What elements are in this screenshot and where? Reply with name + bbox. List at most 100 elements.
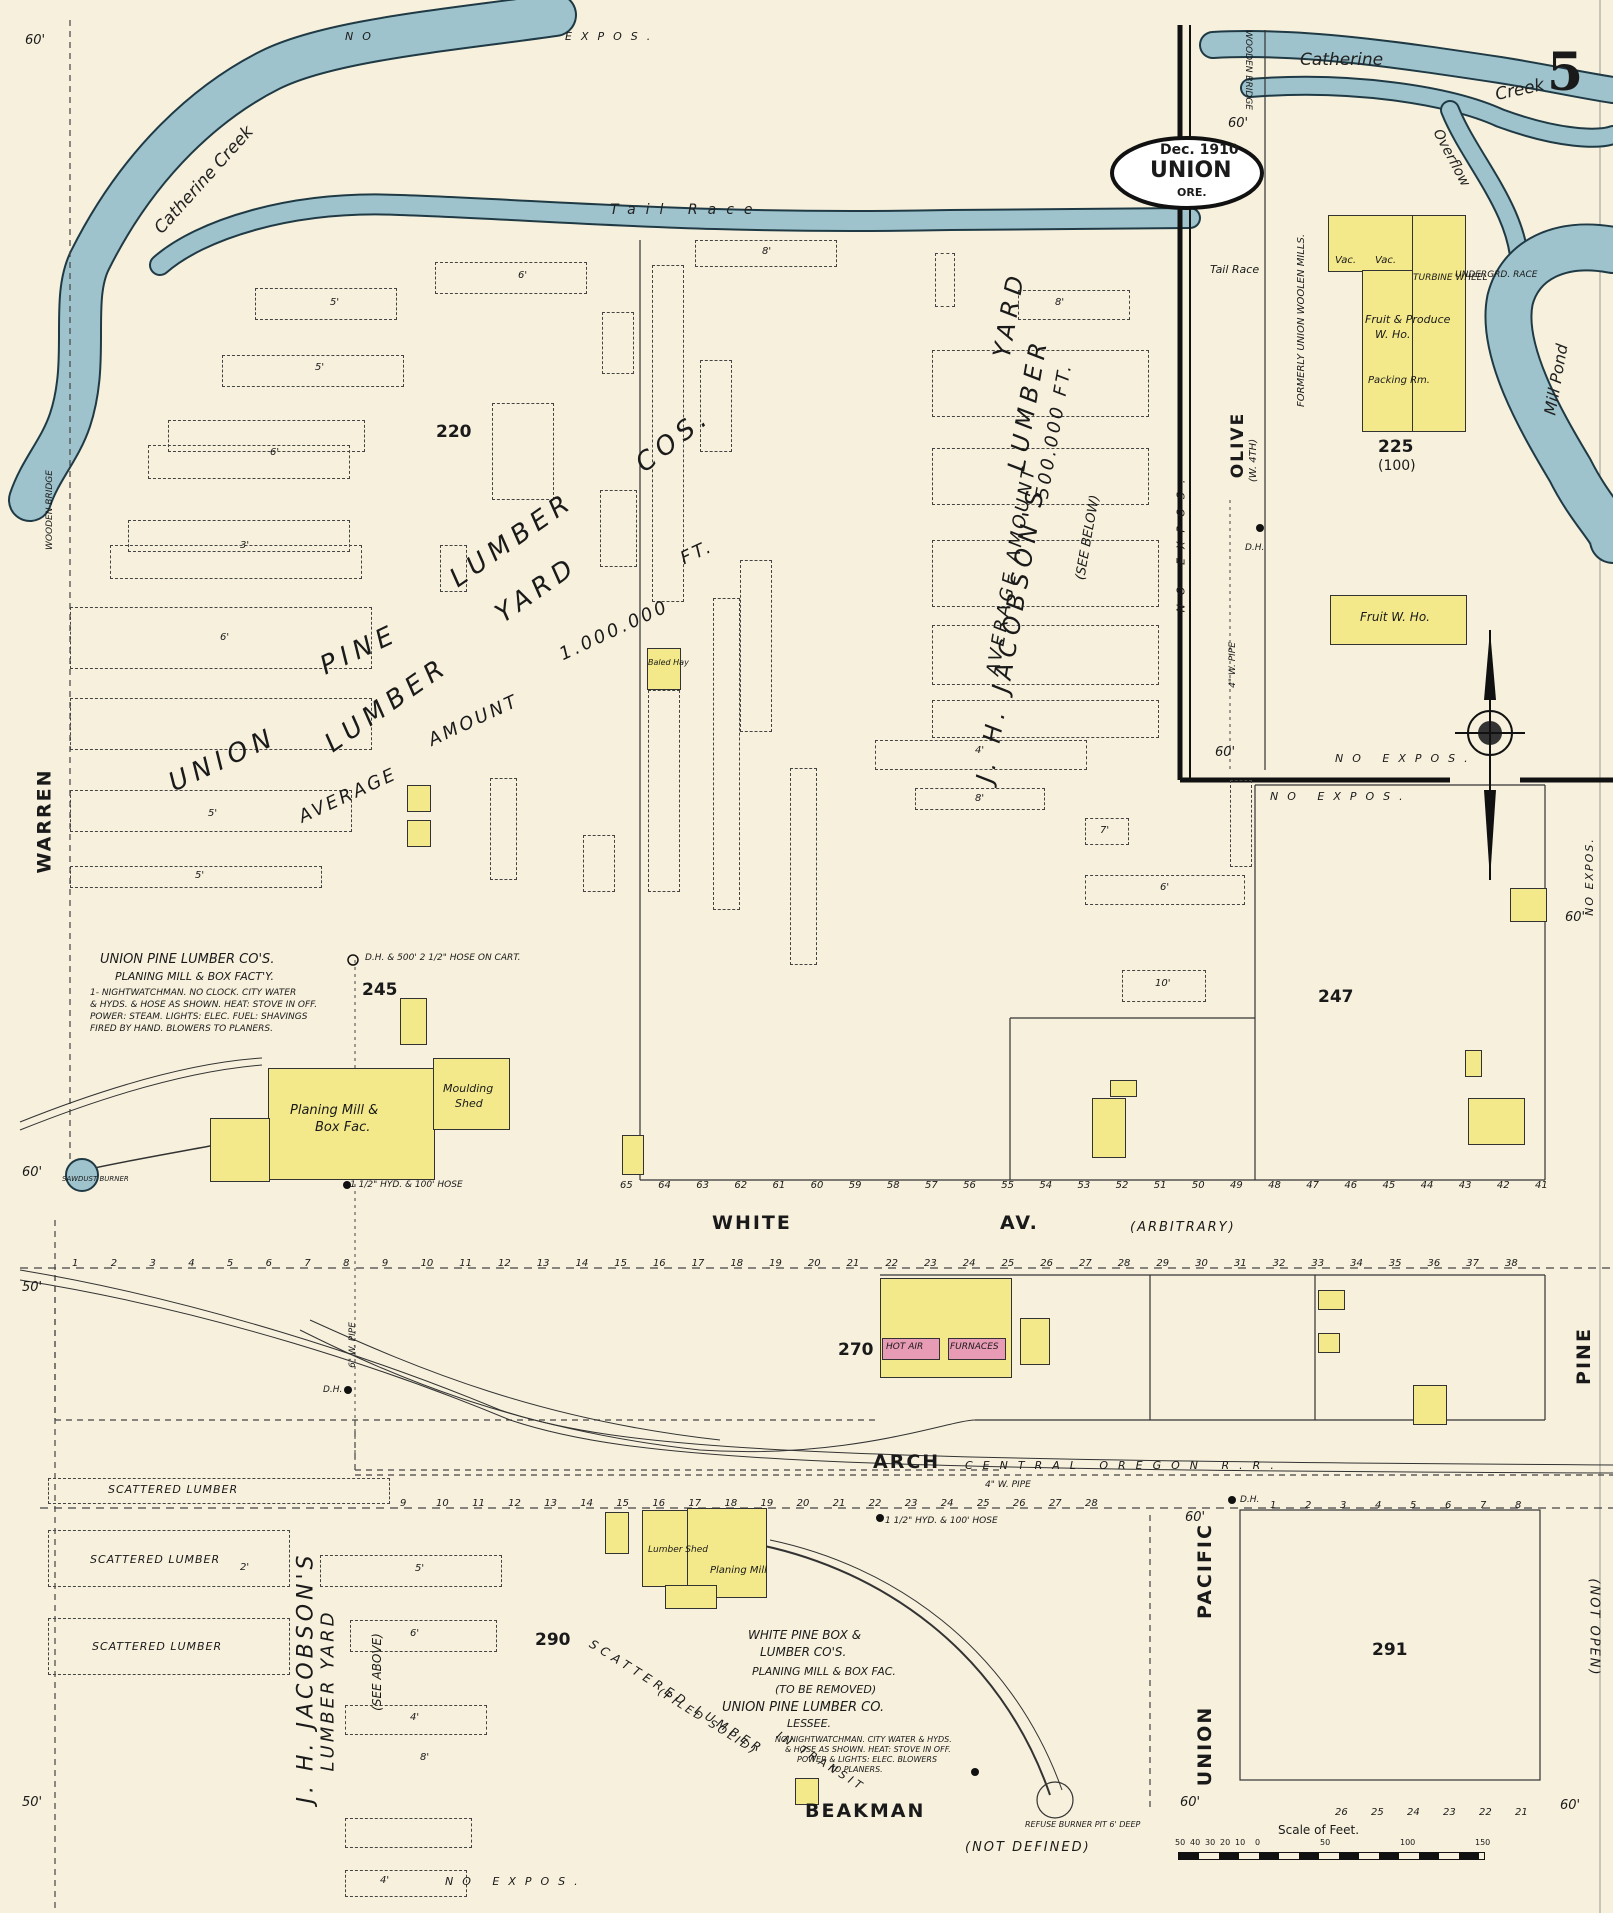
wh-label: W. Ho. — [1375, 328, 1411, 341]
wpb-note-2: & HOSE AS SHOWN. HEAT: STOVE IN OFF. — [785, 1745, 951, 1754]
dim-6: 6' — [518, 270, 528, 281]
dim-60: 60' — [1560, 1798, 1581, 1813]
jacobson-lower-see: (SEE ABOVE) — [369, 1633, 384, 1711]
hyd-hose-note-2: 1 1/2" HYD. & 100' HOSE — [885, 1516, 998, 1526]
upl-note-1: 1- NIGHTWATCHMAN. NO CLOCK. CITY WATER — [90, 988, 297, 998]
lot-number: 2 — [110, 1258, 118, 1269]
lumber-pile — [345, 1870, 467, 1897]
upl-note-3: POWER: STEAM. LIGHTS: ELEC. FUEL: SHAVIN… — [90, 1012, 308, 1022]
lot-number: 10 — [436, 1498, 449, 1509]
lot-number: 21 — [1515, 1807, 1528, 1818]
lot-number: 17 — [688, 1498, 702, 1509]
lumber-pile — [932, 625, 1159, 685]
lumber-pile — [932, 540, 1159, 607]
lumber-pile — [602, 312, 634, 374]
w-pipe-label-3: 4" W. PIPE — [985, 1480, 1031, 1490]
tail-race-label: Tail Race — [610, 202, 763, 218]
wpb-note-4: TO PLANERS. — [830, 1765, 883, 1774]
railroad-label: CENTRAL OREGON R.R. — [965, 1459, 1284, 1472]
lot-number: 27 — [1048, 1498, 1062, 1509]
dim-60: 60' — [1215, 745, 1236, 760]
scale-title: Scale of Feet. — [1278, 1823, 1360, 1837]
dim-50: 50' — [22, 1280, 43, 1295]
dim-3: 3' — [240, 540, 250, 551]
lumber-pile — [1122, 970, 1206, 1002]
lot-number: 20 — [796, 1498, 810, 1509]
compass-rose-icon — [1455, 630, 1525, 880]
dim-6: 6' — [410, 1628, 420, 1639]
lot-number: 1 — [1270, 1500, 1277, 1511]
lot-number: 19 — [760, 1498, 774, 1509]
lot-number: 5 — [226, 1258, 234, 1269]
tail-race-label-2: Tail Race — [1210, 263, 1260, 276]
lot-number: 61 — [772, 1180, 786, 1191]
scattered-lumber-2: SCATTERED LUMBER — [90, 1553, 221, 1566]
lot-number: 19 — [769, 1258, 782, 1269]
upl-note-2: & HYDS. & HOSE AS SHOWN. HEAT: STOVE IN … — [90, 1000, 318, 1010]
lot-number: 21 — [846, 1258, 860, 1269]
wpb-note-title: WHITE PINE BOX & — [748, 1628, 862, 1642]
lot-number: 24 — [1407, 1807, 1420, 1818]
lot-number: 3 — [1340, 1500, 1347, 1511]
street-arch: ARCH — [873, 1451, 941, 1473]
shed-building — [407, 820, 431, 847]
lumber-pile — [1018, 290, 1130, 320]
lot-number: 26 — [1335, 1807, 1348, 1818]
lot-number: 56 — [963, 1180, 976, 1191]
lot-number: 13 — [536, 1258, 550, 1269]
block-225-sub: (100) — [1378, 458, 1416, 474]
street-union: UNION — [1194, 1705, 1217, 1787]
lumber-pile — [790, 768, 817, 965]
box-fac-label: Box Fac. — [315, 1120, 371, 1135]
sheet-number: 5 — [1547, 42, 1584, 103]
lot-number: 6 — [265, 1258, 273, 1269]
underground-race-label: UNDERGRD. RACE — [1455, 270, 1538, 280]
lumber-shed-building — [665, 1585, 717, 1609]
lot-number: 64 — [658, 1180, 671, 1191]
lumber-pile — [48, 1478, 390, 1504]
lot-number: 26 — [1012, 1498, 1026, 1509]
dim-5: 5' — [208, 808, 218, 819]
lot-number: 53 — [1077, 1180, 1091, 1191]
dim-8: 8' — [762, 246, 772, 257]
baled-hay-label: Baled Hay — [648, 658, 689, 667]
scale-tick: 10 — [1235, 1838, 1246, 1847]
jacobson-lower-label: J. H. JACOBSON'S — [293, 1551, 319, 1804]
lumber-pile — [935, 253, 955, 307]
lot-number: 42 — [1496, 1180, 1510, 1191]
lot-number: 25 — [1371, 1807, 1384, 1818]
lumber-pile — [70, 866, 322, 888]
shed-building — [1318, 1290, 1345, 1310]
lot-number: 13 — [544, 1498, 557, 1509]
lot-number: 23 — [924, 1258, 937, 1269]
scale-tick: 30 — [1205, 1838, 1216, 1847]
dim-60: 60' — [1180, 1795, 1201, 1810]
dwelling-building — [1413, 1385, 1447, 1425]
lumber-pile — [648, 690, 680, 892]
lumber-pile — [652, 265, 684, 602]
block-291: 291 — [1372, 1640, 1408, 1660]
no-expos-bottom: NO EXPOS. — [445, 1875, 587, 1888]
packing-label: Packing Rm. — [1368, 375, 1430, 386]
lot-number: 48 — [1268, 1180, 1281, 1191]
lumber-pile — [490, 778, 517, 880]
street-pacific: PACIFIC — [1193, 1523, 1216, 1619]
dwelling-building — [1468, 1098, 1525, 1145]
lot-number: 16 — [652, 1258, 666, 1269]
dim-8: 8' — [420, 1752, 430, 1763]
street-av: AV. — [1000, 1212, 1039, 1234]
lot-number: 58 — [886, 1180, 900, 1191]
street-warren: WARREN — [33, 768, 56, 874]
lot-number: 6 — [1445, 1500, 1452, 1511]
street-not-defined: (NOT DEFINED) — [965, 1840, 1091, 1855]
moulding-label: Moulding — [443, 1082, 494, 1095]
lot-number: 28 — [1085, 1498, 1098, 1509]
lot-number: 22 — [1479, 1807, 1492, 1818]
lot-number: 5 — [1410, 1500, 1417, 1511]
moulding-shed-label: Shed — [455, 1097, 483, 1110]
lot-number: 49 — [1230, 1180, 1243, 1191]
street-white: WHITE — [712, 1212, 792, 1234]
scale-tick: 150 — [1475, 1838, 1491, 1847]
lot-number: 12 — [508, 1498, 521, 1509]
